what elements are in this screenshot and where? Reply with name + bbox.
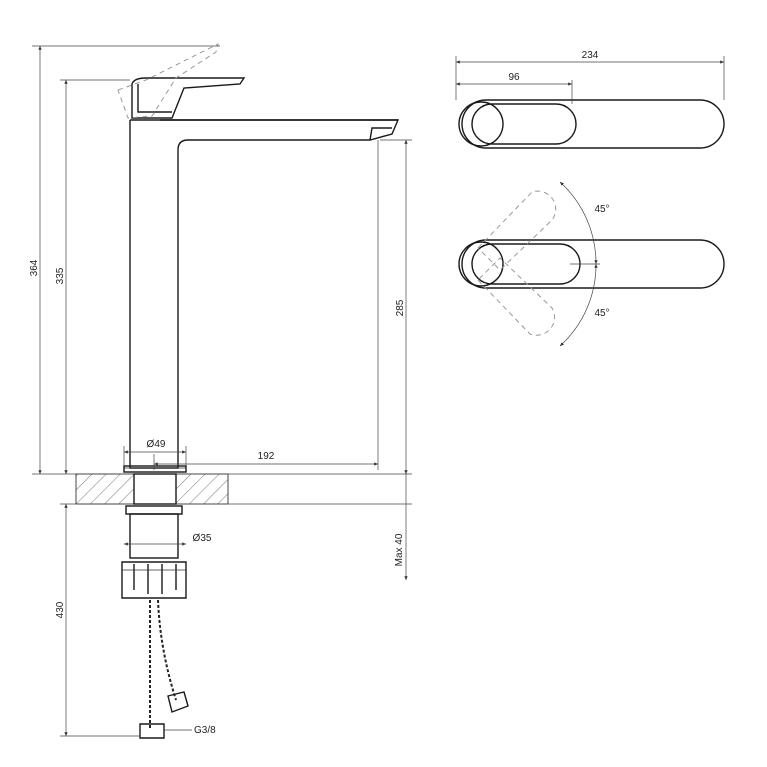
spout-reach-label: 192 [258,451,275,462]
angle-down-label: 45° [594,308,609,319]
faucet-side-view [117,43,400,469]
top-width-label: 234 [582,50,599,61]
mounting-assembly [121,505,187,599]
body-height-label: 335 [55,267,66,284]
connection-label: G3/8 [194,725,216,736]
countertop-section [75,465,229,505]
total-height-label: 364 [29,259,40,276]
base-diameter-label: Ø49 [147,439,166,450]
shank-diameter-label: Ø35 [193,533,212,544]
faucet-top-view [455,56,725,149]
dimensions-side-view [32,45,412,737]
handle-width-label: 96 [508,72,520,83]
dimension-labels: 364 335 285 Ø49 192 Ø35 Max 40 430 G3/8 … [29,50,610,736]
supply-hoses [139,599,189,739]
faucet-top-view-rotation [458,181,725,347]
spout-height-label: 285 [395,299,406,316]
max-thickness-label: Max 40 [394,533,405,566]
hose-length-label: 430 [55,601,66,618]
angle-up-label: 45° [594,204,609,215]
